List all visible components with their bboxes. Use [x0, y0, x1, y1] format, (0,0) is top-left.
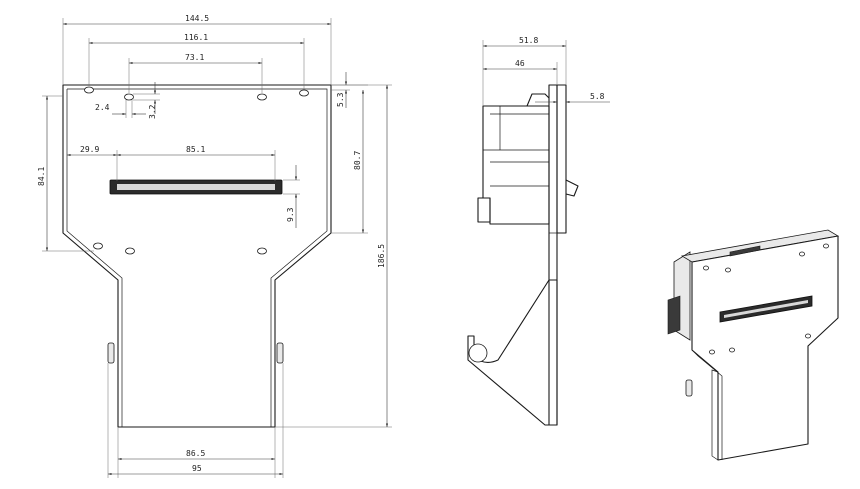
- front-plate-outline: [62, 84, 332, 428]
- dim-side-depth-body: 46: [515, 59, 525, 68]
- iso-top-detail: [729, 245, 761, 257]
- iso-tab: [685, 379, 693, 397]
- iso-card-slot-inner: [724, 300, 808, 318]
- dim-hole-span-inner: 73.1: [185, 53, 204, 62]
- dim-slot-length: 85.1: [186, 145, 205, 154]
- dim-tail-width-outer: 95: [192, 464, 202, 473]
- dim-side-depth-total: 51.8: [519, 36, 538, 45]
- iso-hole: [799, 251, 805, 257]
- front-plate-inner-line: [66, 88, 328, 427]
- hole-bottom-3: [257, 247, 267, 255]
- iso-tail-side: [711, 369, 719, 461]
- dim-hole-offset-y: 3.2: [148, 104, 157, 119]
- iso-plate-bend: [691, 349, 723, 460]
- side-view: 51.8 46 5.8: [467, 36, 610, 426]
- hole-top-4: [299, 89, 309, 97]
- hook-pin: [468, 343, 488, 363]
- dim-left-height: 84.1: [37, 167, 46, 186]
- dim-overall-height: 186.5: [377, 244, 386, 268]
- dim-overall-width: 144.5: [185, 14, 209, 23]
- hole-top-3: [257, 93, 267, 101]
- dim-side-plate-thickness: 5.8: [590, 92, 605, 101]
- dim-slot-height: 9.3: [286, 207, 295, 222]
- hole-top-1: [84, 86, 94, 94]
- iso-hole: [709, 349, 715, 355]
- side-plate-upper: [556, 84, 567, 234]
- dim-tail-width-inner: 86.5: [186, 449, 205, 458]
- dim-top-hole-offset: 5.3: [336, 92, 345, 107]
- iso-hole: [725, 267, 731, 273]
- reader-body: [482, 105, 550, 225]
- dim-slot-offset-left: 29.9: [80, 145, 99, 154]
- front-view: 144.5 116.1 73.1 2.4 3.2 29.9 85.1: [37, 14, 392, 478]
- iso-hole: [823, 243, 829, 249]
- dim-hole-span-outer: 116.1: [184, 33, 208, 42]
- hole-bottom-1: [93, 242, 103, 250]
- reader-bottom-clip: [477, 197, 491, 223]
- reader-top-clip: [526, 93, 550, 107]
- iso-front-plate: [691, 235, 839, 461]
- reader-front-lip: [565, 179, 579, 197]
- tab-left: [107, 342, 115, 364]
- dim-hole-offset-x: 2.4: [95, 103, 110, 112]
- iso-hole: [729, 347, 735, 353]
- dim-slot-from-top: 80.7: [353, 151, 362, 170]
- iso-reader-side: [667, 295, 681, 335]
- hole-top-2: [124, 93, 134, 101]
- isometric-view: [667, 229, 840, 461]
- iso-hole: [805, 333, 811, 339]
- side-plate: [548, 84, 558, 426]
- card-slot-inner: [117, 184, 275, 190]
- iso-hole: [703, 265, 709, 271]
- hole-bottom-2: [125, 247, 135, 255]
- tab-right: [276, 342, 284, 364]
